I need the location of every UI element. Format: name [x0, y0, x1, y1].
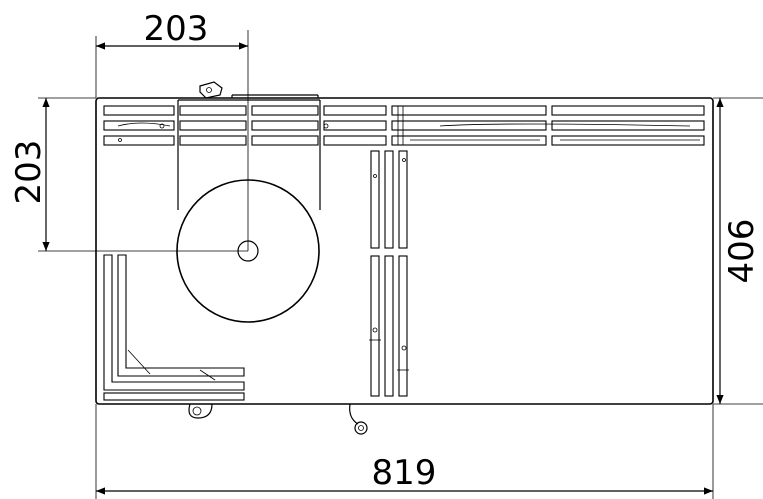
dimension-left-height: 203 — [9, 97, 96, 251]
l-shaped-slots — [103, 254, 245, 401]
dimension-right-height: 406 — [713, 97, 763, 405]
center-lines — [38, 30, 249, 252]
vertical-slot-columns — [369, 150, 409, 397]
bottom-fittings — [188, 403, 368, 435]
dimension-label-left: 203 — [9, 140, 49, 205]
dimension-top-width: 203 — [95, 9, 248, 98]
dimension-label-right: 406 — [722, 219, 762, 284]
dimension-label-bottom: 819 — [372, 453, 437, 493]
top-clip — [199, 81, 319, 99]
dimension-label-top: 203 — [144, 9, 209, 49]
top-slot-rows — [103, 105, 705, 146]
dimension-bottom-width: 819 — [95, 404, 714, 499]
